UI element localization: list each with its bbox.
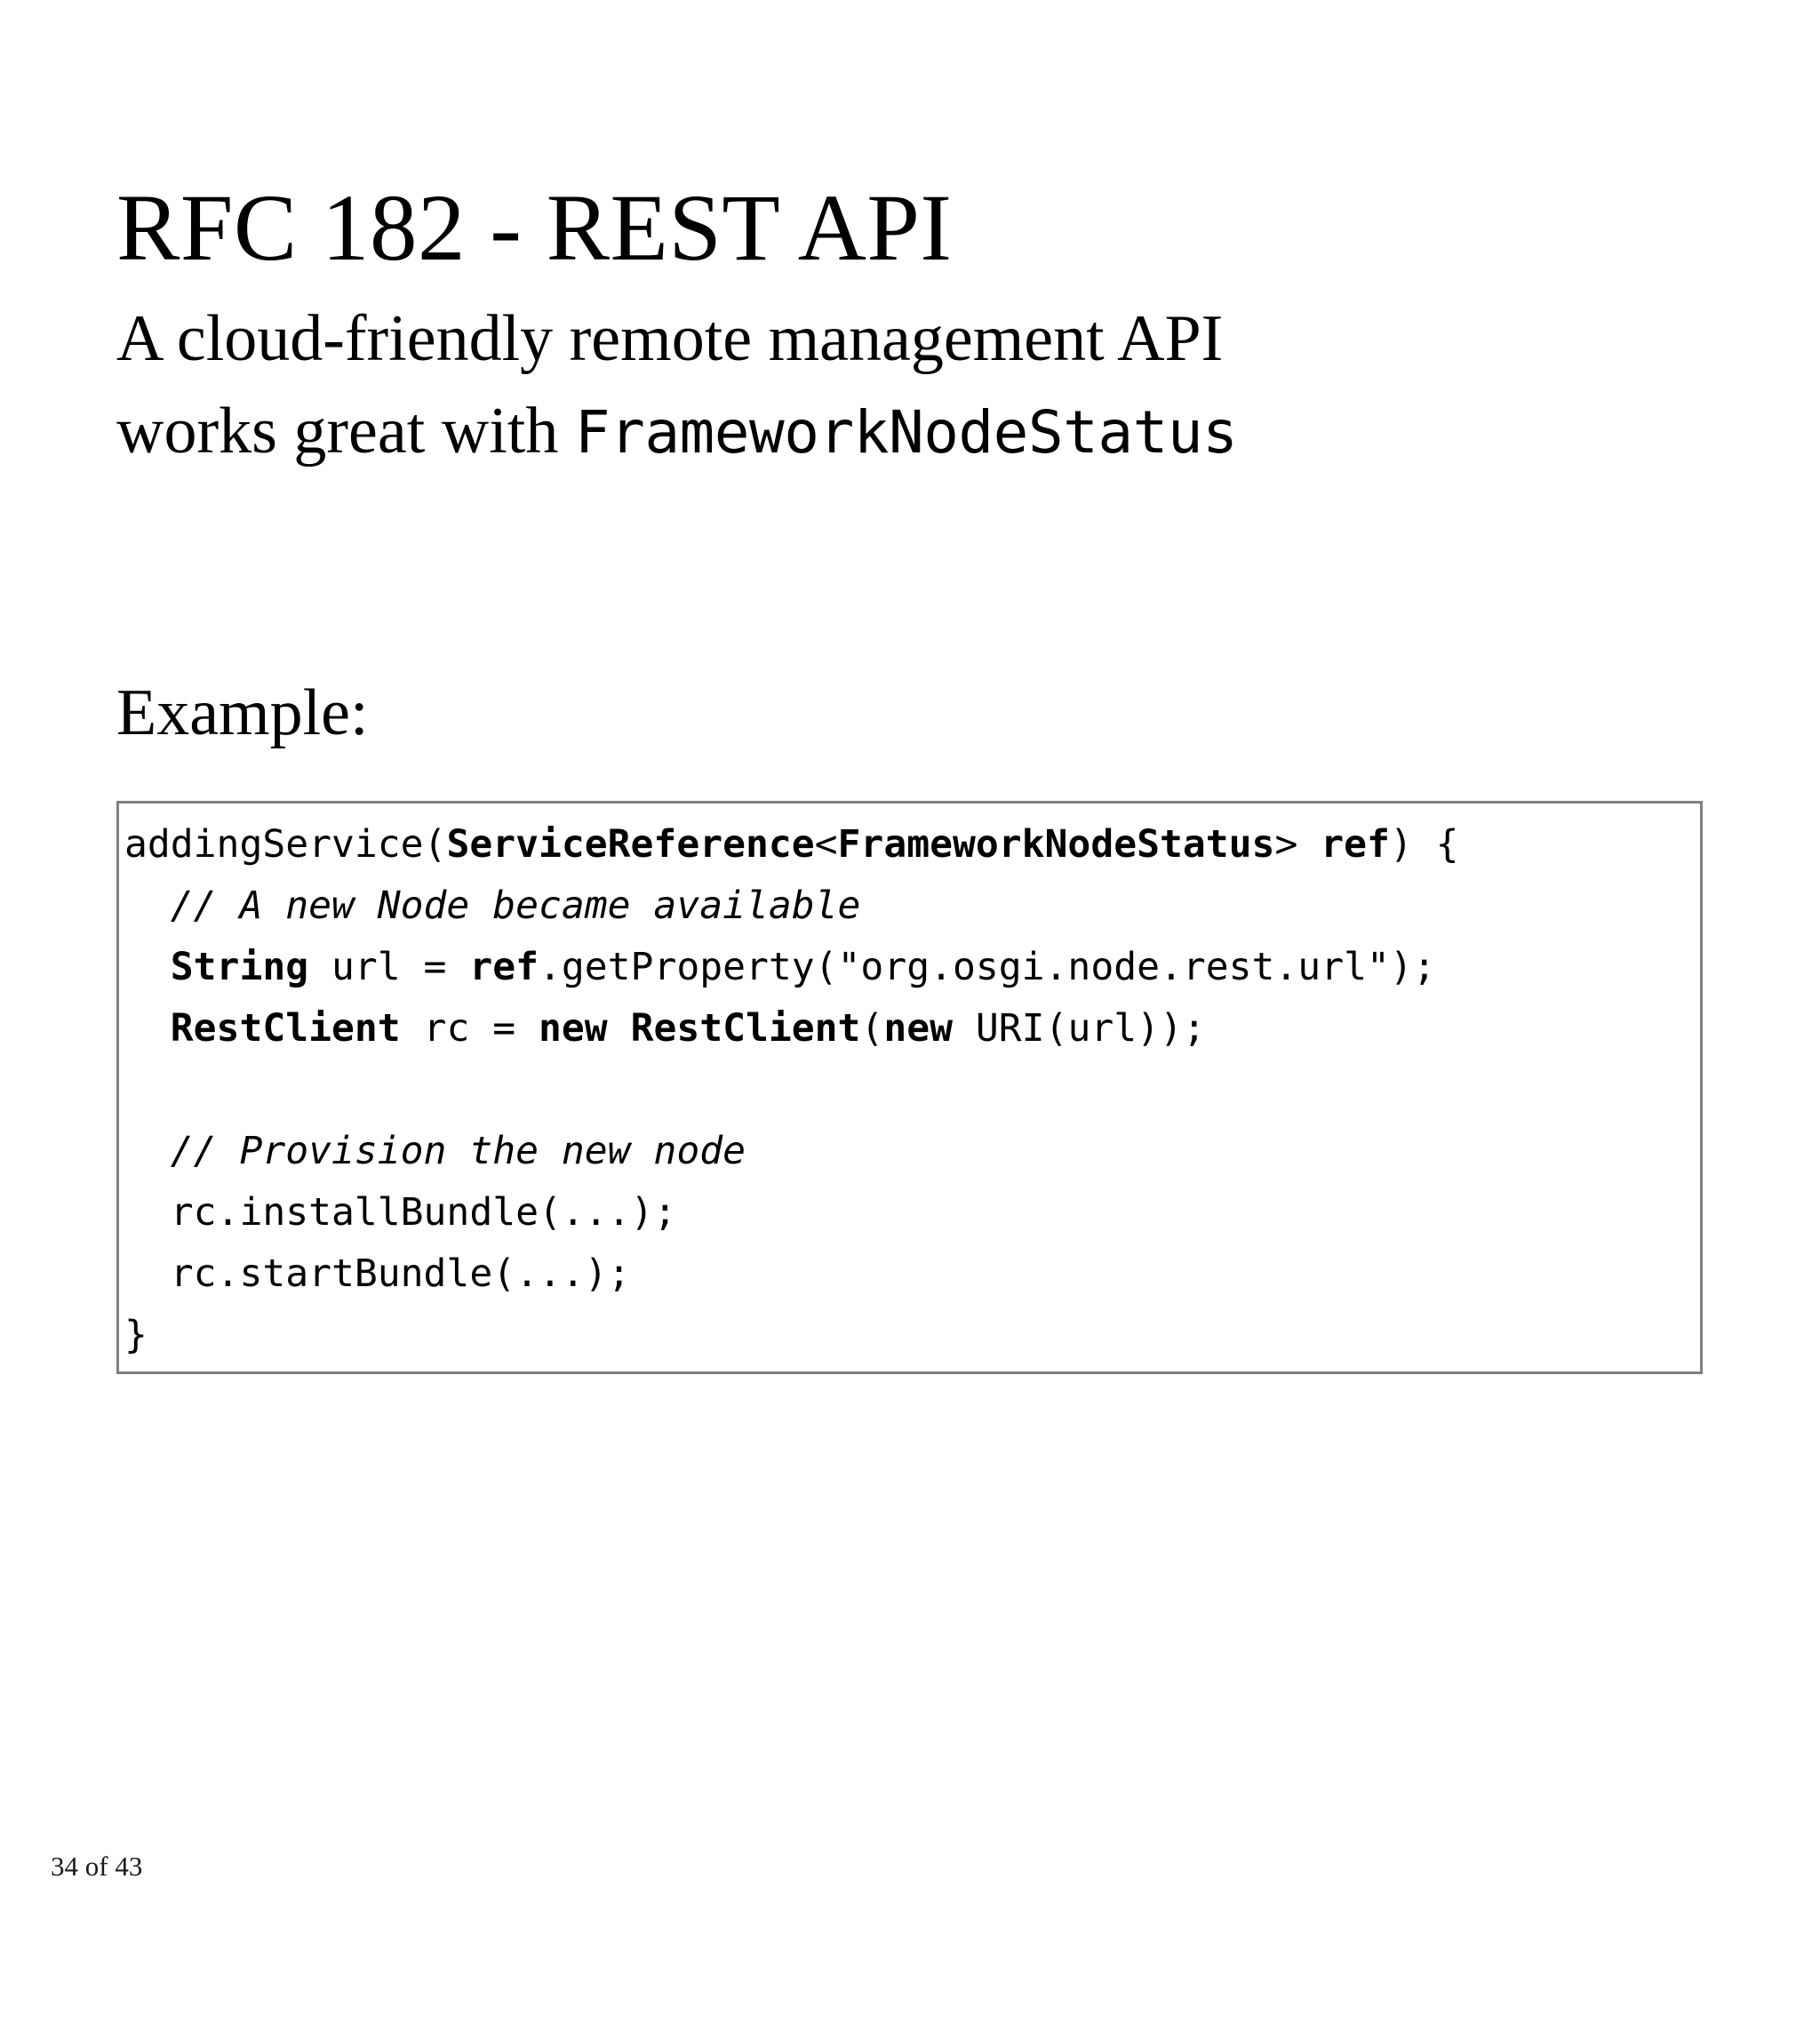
code-token-bold: new — [883, 1006, 954, 1051]
subtitle-code-term: FrameworkNodeStatus — [574, 397, 1238, 467]
code-line: String url = ref.getProperty("org.osgi.n… — [124, 937, 1700, 998]
code-line — [124, 1059, 1700, 1121]
code-comment: // Provision the new node — [124, 1129, 746, 1173]
code-token-bold: ServiceReference — [446, 822, 815, 867]
subtitle-line-2-prefix: works great with — [116, 394, 575, 468]
code-token: addingService( — [124, 822, 447, 867]
code-line: // A new Node became available — [124, 876, 1700, 937]
code-line: addingService(ServiceReference<Framework… — [124, 814, 1700, 876]
code-token: > — [1274, 822, 1321, 867]
code-token: ) { — [1389, 822, 1459, 867]
code-token-bold: String — [124, 945, 309, 989]
example-label: Example: — [116, 676, 369, 749]
code-token: ( — [860, 1006, 884, 1051]
code-token: rc = — [400, 1006, 539, 1051]
page-title: RFC 182 - REST API — [116, 175, 953, 281]
code-comment: // A new Node became available — [124, 884, 861, 928]
code-token: rc.installBundle(...); — [124, 1190, 677, 1235]
code-token-bold: new RestClient — [539, 1006, 861, 1051]
code-token-bold: RestClient — [124, 1006, 401, 1051]
code-token: } — [124, 1313, 148, 1357]
code-token: URI(url)); — [953, 1006, 1206, 1051]
code-line: // Provision the new node — [124, 1121, 1700, 1182]
subtitle-line-2: works great with FrameworkNodeStatus — [116, 386, 1734, 478]
subtitle-line-1: A cloud-friendly remote management API — [116, 302, 1224, 375]
code-token: .getProperty("org.osgi.node.rest.url"); — [539, 945, 1436, 989]
code-line: RestClient rc = new RestClient(new URI(u… — [124, 998, 1700, 1059]
code-token-bold: FrameworkNodeStatus — [837, 822, 1275, 867]
code-token: url = — [308, 945, 470, 989]
code-line: rc.installBundle(...); — [124, 1182, 1700, 1243]
code-token-bold: ref — [469, 945, 539, 989]
code-block: addingService(ServiceReference<Framework… — [116, 801, 1703, 1374]
code-token: rc.startBundle(...); — [124, 1251, 631, 1296]
code-token: < — [814, 822, 838, 867]
code-line: rc.startBundle(...); — [124, 1243, 1700, 1305]
page-number-footer: 34 of 43 — [51, 1851, 143, 1882]
code-line: } — [124, 1305, 1700, 1366]
code-token-bold: ref — [1321, 822, 1390, 867]
slide-subtitle: A cloud-friendly remote management API w… — [116, 293, 1734, 477]
